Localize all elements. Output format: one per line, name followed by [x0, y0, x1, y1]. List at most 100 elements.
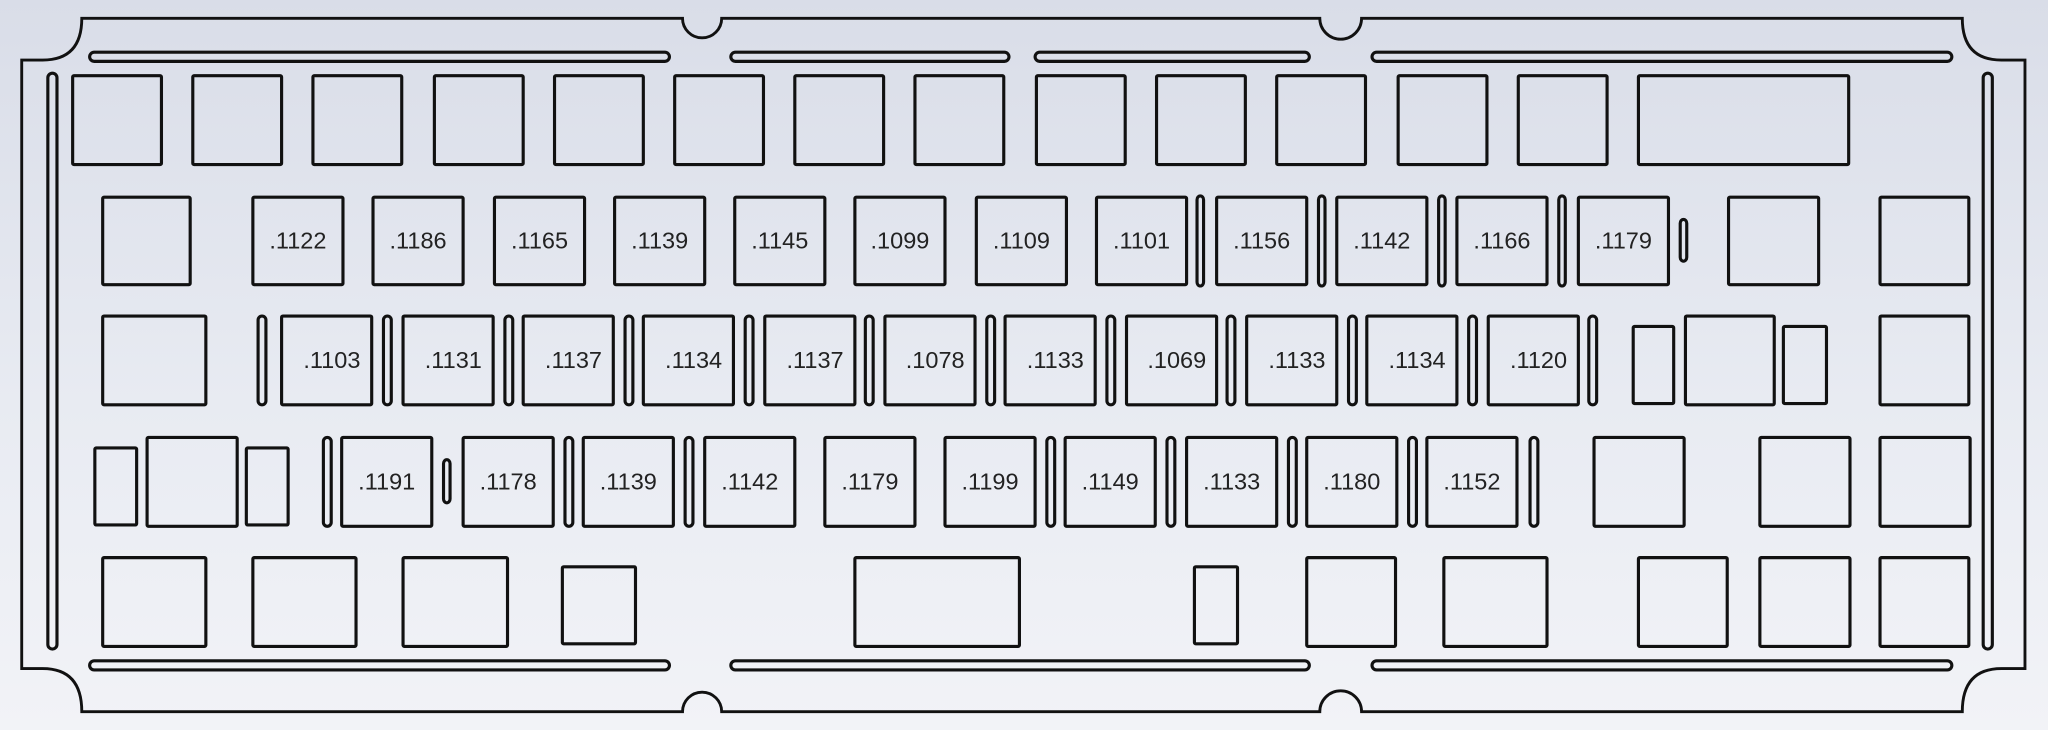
- key-cutout-label: .1179: [1595, 227, 1652, 253]
- key-cutout-label: .1142: [721, 468, 778, 494]
- key-cutout: [552, 74, 645, 167]
- key-cutout: [913, 74, 1006, 167]
- key-cutout: [1215, 195, 1309, 287]
- key-cutout-label: .1156: [1233, 227, 1290, 253]
- stabilizer-slot: [321, 435, 333, 528]
- key-cutout: [1758, 435, 1852, 528]
- key-cutout-label: .1078: [906, 347, 965, 373]
- key-cutout: [1516, 74, 1609, 167]
- key-cutout: [401, 556, 510, 648]
- key-cutout-label: .1134: [665, 347, 722, 373]
- key-cutout: [1758, 556, 1852, 648]
- key-cutout-wide: [1636, 74, 1851, 167]
- stabilizer-slot: [1316, 194, 1327, 288]
- stabilizer-slot: [683, 435, 695, 528]
- key-cutout: [311, 74, 404, 167]
- edge-slot-right: [1981, 71, 1994, 651]
- stabilizer-slot: [1105, 314, 1117, 407]
- key-cutout-label: .1133: [1027, 347, 1084, 373]
- stabilizer-cutout: [1631, 324, 1676, 406]
- key-cutout-label: .1186: [390, 227, 447, 253]
- key-cutout-label: .1165: [511, 227, 568, 253]
- key-cutout: [853, 195, 947, 287]
- key-cutout: [1003, 314, 1097, 407]
- key-cutout-label: .1131: [425, 347, 482, 373]
- key-cutout: [1034, 74, 1127, 167]
- key-cutout: [145, 435, 239, 528]
- key-cutout-label: .1145: [751, 227, 808, 253]
- edge-slot-top: [1033, 50, 1311, 63]
- stabilizer-slot: [1407, 435, 1418, 528]
- key-cutout-label: .1109: [993, 227, 1050, 253]
- stabilizer-slot: [1045, 435, 1057, 528]
- key-cutout: [1683, 314, 1776, 407]
- key-cutout: [793, 74, 886, 167]
- key-cutout-label: .1122: [269, 227, 326, 253]
- key-cutout: [492, 195, 587, 287]
- key-cutout: [1185, 435, 1279, 528]
- key-cutout: [251, 556, 358, 648]
- key-cutout: [641, 314, 736, 407]
- key-cutout-small: [560, 565, 638, 646]
- key-cutout: [703, 435, 797, 528]
- key-cutout-label: .1099: [871, 227, 930, 253]
- key-cutout: [581, 435, 675, 528]
- key-cutout: [943, 435, 1037, 528]
- key-cutout: [1305, 435, 1399, 528]
- key-cutout: [1442, 556, 1549, 648]
- stabilizer-slot: [1225, 314, 1237, 407]
- key-cutout: [191, 74, 284, 167]
- stabilizer-slot: [503, 314, 515, 407]
- plate-outline: [20, 16, 2027, 714]
- key-cutout-label: .1191: [358, 468, 415, 494]
- key-cutout-label: .1139: [631, 227, 688, 253]
- key-cutout: [1592, 435, 1686, 528]
- key-cutout-label: .1134: [1389, 347, 1446, 373]
- key-cutout-label: .1069: [1147, 347, 1206, 373]
- edge-slot-top: [729, 50, 1011, 63]
- stabilizer-slot: [863, 314, 875, 407]
- key-cutout: [1124, 314, 1219, 407]
- stabilizer-slot: [1528, 435, 1540, 528]
- stabilizer-slot: [1437, 194, 1447, 288]
- key-cutout: [371, 195, 465, 287]
- stabilizer-slot: [563, 435, 575, 528]
- spacebar-cutout: [853, 556, 1021, 648]
- key-cutout: [1094, 195, 1189, 287]
- stabilizer-slot: [256, 314, 268, 407]
- stabilizer-slot: [1346, 314, 1358, 407]
- key-cutout: [71, 74, 164, 167]
- stabilizer-cutout: [1781, 324, 1829, 406]
- stabilizer-slot: [1165, 435, 1177, 528]
- edge-slot-top: [88, 50, 672, 63]
- key-cutout: [763, 314, 857, 407]
- key-cutout: [1425, 435, 1519, 528]
- stabilizer-slot: [441, 458, 452, 505]
- key-cutout: [1154, 74, 1247, 167]
- key-cutout-label: .1142: [1353, 227, 1410, 253]
- key-cutout: [1636, 556, 1729, 648]
- stabilizer-slot: [1587, 314, 1599, 407]
- key-cutout: [340, 435, 434, 528]
- key-cutout-label: .1199: [962, 468, 1019, 494]
- edge-slot-bottom: [88, 659, 672, 672]
- stabilizer-slot: [381, 314, 393, 407]
- key-cutout-label: .1180: [1323, 468, 1380, 494]
- key-cutout: [1878, 195, 1971, 287]
- edge-slot-top: [1370, 50, 1954, 63]
- key-cutout: [613, 195, 707, 287]
- key-cutout: [1365, 314, 1459, 407]
- key-cutout: [1576, 195, 1671, 287]
- edge-slot-bottom: [729, 659, 1311, 672]
- stabilizer-cutout: [93, 446, 139, 527]
- key-cutout: [1878, 314, 1971, 407]
- key-cutout: [401, 314, 495, 407]
- key-cutout-label: .1101: [1113, 227, 1170, 253]
- edge-slot-left: [46, 71, 59, 651]
- key-cutout-label: .1133: [1203, 468, 1260, 494]
- key-cutout-label: .1178: [480, 468, 537, 494]
- edge-slot-bottom: [1370, 659, 1954, 672]
- key-cutout: [673, 74, 766, 167]
- key-cutout: [1335, 195, 1429, 287]
